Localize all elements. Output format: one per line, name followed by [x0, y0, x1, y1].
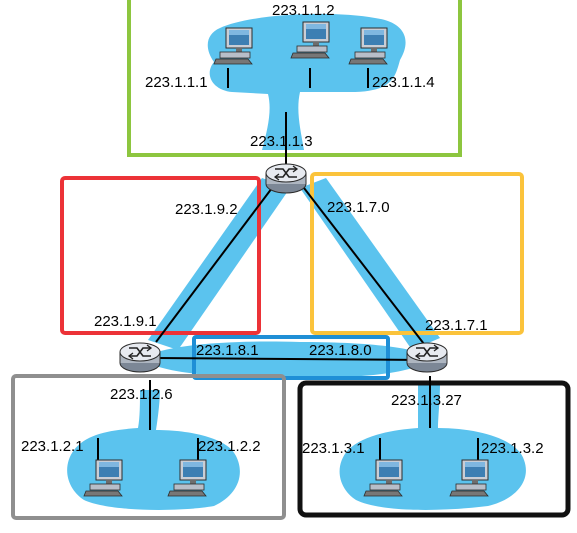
- label-left-link-top: 223.1.9.2: [175, 201, 238, 218]
- label-bl-router-if: 223.1.2.6: [110, 386, 173, 403]
- link-top-left-router: [155, 187, 273, 343]
- subnet-box-bottom-right: [297, 380, 571, 518]
- subnet-box-bottom-left: [11, 374, 286, 520]
- label-right-link-bottom: 223.1.7.1: [425, 317, 488, 334]
- label-left-link-bottom: 223.1.9.1: [94, 313, 157, 330]
- label-top-router-if: 223.1.1.3: [250, 133, 313, 150]
- label-top-host-right: 223.1.1.4: [372, 74, 435, 91]
- router-icon: [119, 342, 161, 373]
- subnet-box-right: [310, 172, 524, 335]
- subnet-box-left: [60, 176, 261, 335]
- link-top-right-router: [303, 187, 425, 345]
- label-br-router-if: 223.1.3.27: [391, 392, 462, 409]
- label-br-host-right: 223.1.3.2: [481, 440, 544, 457]
- subnet-box-top: [127, 0, 462, 157]
- label-bl-host-right: 223.1.2.2: [198, 438, 261, 455]
- router-icon: [265, 163, 307, 194]
- label-bl-host-left: 223.1.2.1: [21, 438, 84, 455]
- subnet-areas: [67, 13, 526, 510]
- links: [97, 68, 479, 460]
- label-right-link-top: 223.1.7.0: [327, 199, 390, 216]
- router-icon: [406, 342, 448, 373]
- label-mid-link-right: 223.1.8.0: [309, 342, 372, 359]
- subnet-boxes: [11, 0, 571, 520]
- link-left-right-router: [155, 357, 425, 361]
- subnet-right-link-blob: [300, 178, 440, 350]
- label-top-host-left: 223.1.1.1: [145, 74, 208, 91]
- label-br-host-left: 223.1.3.1: [302, 440, 365, 457]
- subnet-top-blob: [207, 13, 406, 151]
- label-top-host-mid: 223.1.1.2: [272, 2, 335, 19]
- label-mid-link-left: 223.1.8.1: [196, 342, 259, 359]
